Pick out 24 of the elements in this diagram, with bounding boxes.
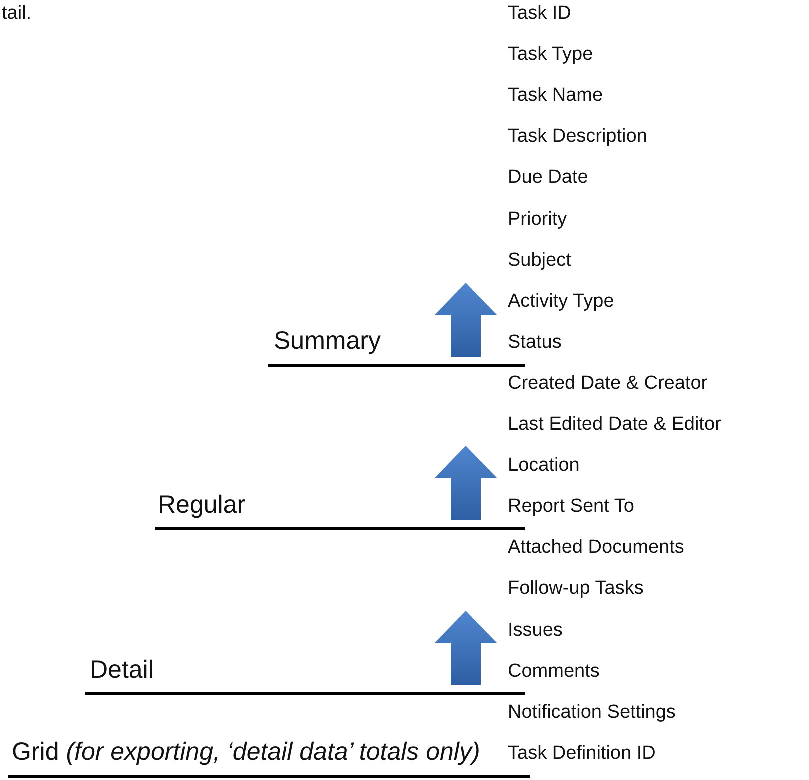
field-name: Activity Type (508, 290, 614, 314)
field-name: Follow-up Tasks (508, 577, 644, 602)
field-name: Attached Documents (508, 536, 684, 560)
level-label: Summary (274, 326, 381, 355)
field-name: Location (508, 454, 580, 478)
level-label: Detail (90, 656, 154, 684)
field-name: Task Name (508, 84, 604, 108)
field-name: Issues (508, 618, 563, 642)
field-name: Due Date (508, 166, 588, 190)
field-name: Task Type (508, 43, 594, 68)
text-fragment: tail. (2, 2, 32, 26)
field-name: Priority (508, 208, 568, 232)
field-name: Report Sent To (508, 495, 634, 520)
field-name: Last Edited Date & Editor (508, 413, 722, 437)
field-name: Status (508, 330, 562, 355)
level-label: Grid (for exporting, ‘detail data’ totals only) (12, 738, 480, 766)
field-name: Comments (508, 660, 600, 684)
field-name: Task ID (508, 2, 572, 26)
field-name: Created Date & Creator (508, 372, 708, 396)
level-label: Regular (158, 491, 246, 520)
field-name: Task Definition ID (508, 742, 656, 766)
field-name: Subject (508, 248, 572, 273)
field-name: Task Description (508, 125, 648, 150)
field-name: Notification Settings (508, 700, 676, 725)
